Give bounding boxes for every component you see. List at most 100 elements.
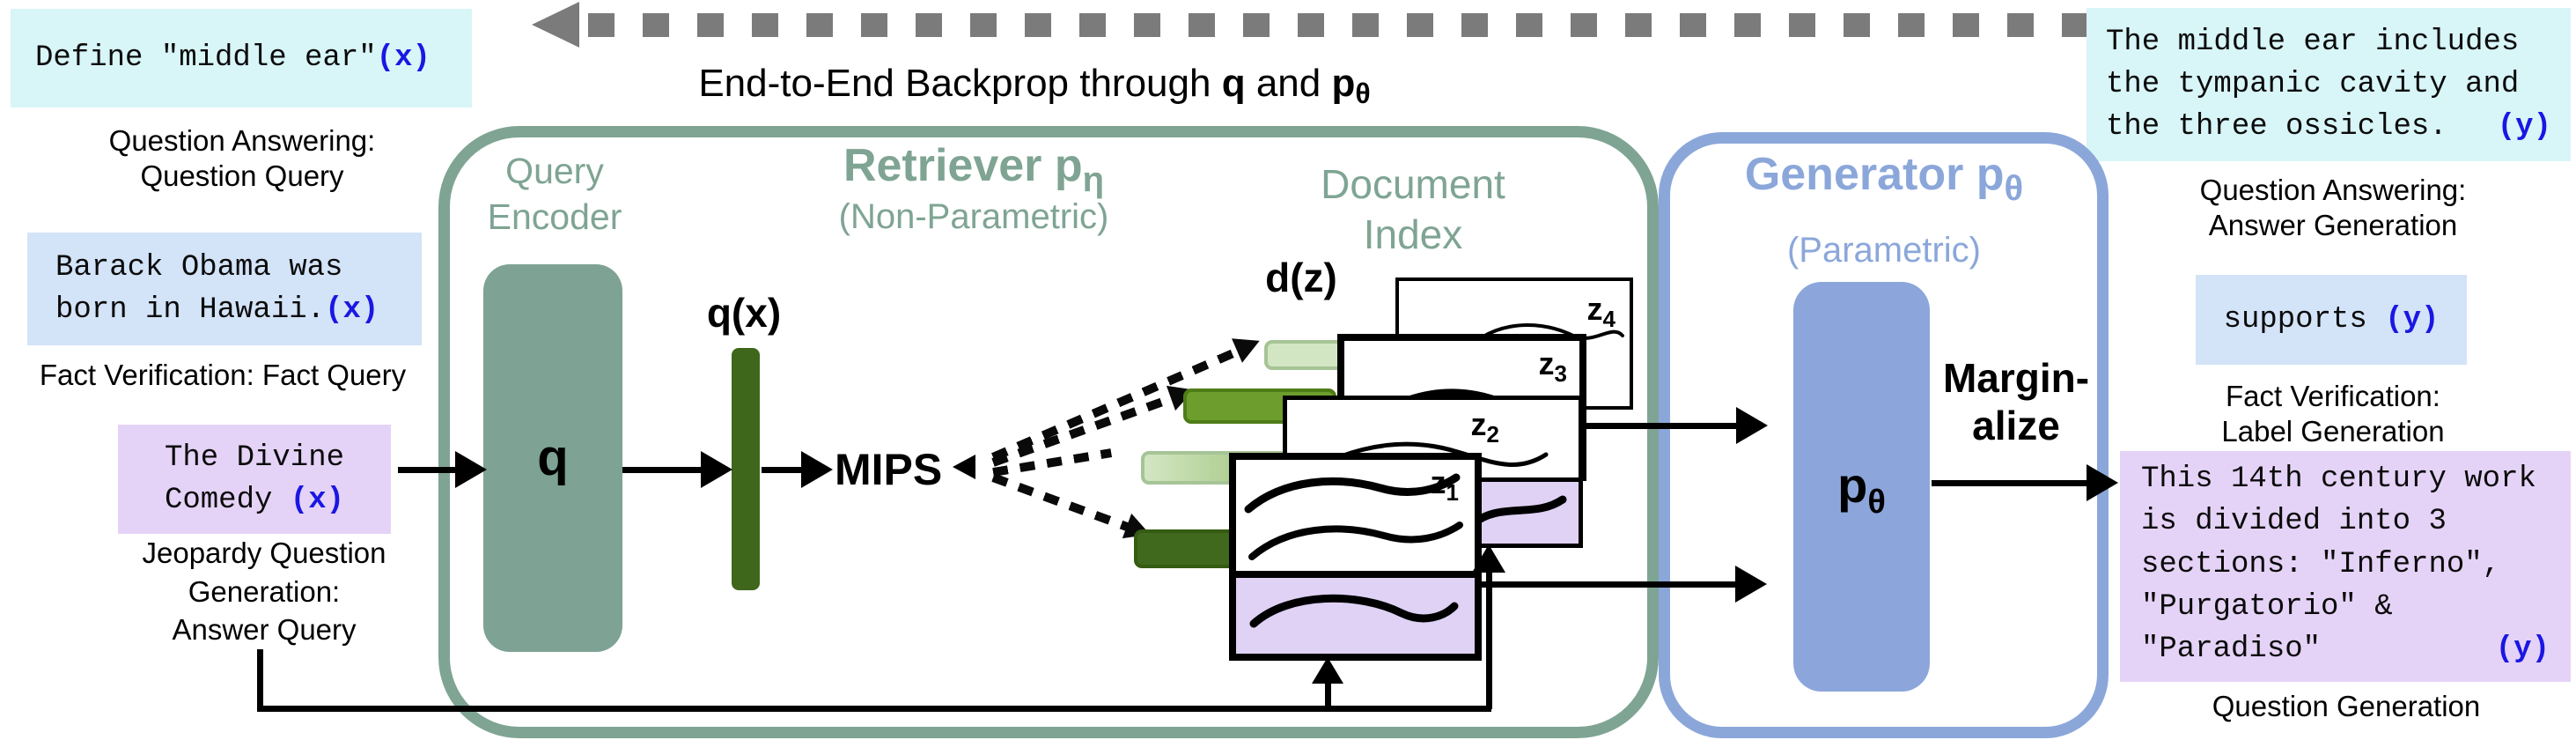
fact-query-line1: Barack Obama was xyxy=(55,250,343,285)
retriever-title: Retriever pη xyxy=(710,139,1238,200)
jeopardy-query-box: The Divine Comedy (x) xyxy=(118,425,391,534)
generator-title-text: Generator p xyxy=(1744,149,2005,200)
caption-line: Generation: xyxy=(188,574,341,608)
fact-query-caption: Fact Verification: Fact Query xyxy=(0,358,445,393)
arrowhead-icon xyxy=(2087,464,2118,501)
backprop-arrowhead-left-icon xyxy=(532,2,579,48)
question-query-text: Define "middle ear" xyxy=(35,41,377,75)
retriever-subtitle: (Non-Parametric) xyxy=(838,197,1109,236)
marginalize-line: alize xyxy=(1972,403,2060,449)
connector-jeopardy-down xyxy=(257,649,263,712)
fact-query-line2: born in Hawaii. xyxy=(55,293,326,327)
label-generation-caption: Fact Verification: Label Generation xyxy=(2131,379,2536,450)
doc-squiggle xyxy=(1249,594,1459,628)
answer-generation-box: The middle ear includes the tympanic cav… xyxy=(2087,8,2571,161)
arrowhead-icon xyxy=(801,451,833,488)
backprop-p-sub: θ xyxy=(1355,78,1371,109)
arrowhead-icon xyxy=(1736,407,1768,444)
document-index-line: Document xyxy=(1321,161,1505,207)
arrowhead-icon xyxy=(1735,566,1767,603)
arrow-generator-to-output xyxy=(1932,480,2088,486)
doc-z-num: 1 xyxy=(1446,479,1459,507)
document-index-line: Index xyxy=(1363,211,1463,258)
arrowhead-icon xyxy=(455,451,487,488)
doc-embedding-bar-dark xyxy=(1134,529,1240,568)
caption-line: Label Generation xyxy=(2221,415,2445,448)
qgen-line3: sections: "Inferno", xyxy=(2141,547,2501,581)
answer-line1: The middle ear includes xyxy=(2106,25,2520,59)
question-query-box: Define "middle ear"(x) xyxy=(11,9,472,107)
marginalize-label: Margin- alize xyxy=(1932,354,2100,450)
fact-query-box: Barack Obama was born in Hawaii.(x) xyxy=(27,233,422,345)
backprop-title: End-to-End Backprop through q and pθ xyxy=(563,62,1505,110)
jeopardy-query-line1: The Divine xyxy=(164,440,345,475)
up-arrowhead-icon xyxy=(1472,544,1505,573)
qgen-line1: This 14th century work xyxy=(2141,462,2536,496)
doc-z: z xyxy=(1538,345,1555,381)
generator-subtitle: (Parametric) xyxy=(1786,231,1982,270)
caption-line: Jeopardy Question xyxy=(142,536,386,569)
question-generation-caption: Question Generation xyxy=(2157,689,2536,724)
document-card-z1: z1 xyxy=(1229,453,1482,661)
generator-title: Generator pθ xyxy=(1673,148,2095,209)
mips-label: MIPS xyxy=(835,445,943,494)
connector-up-to-z1 xyxy=(1325,678,1331,712)
retriever-title-text: Retriever p xyxy=(843,140,1083,191)
query-encoder-line: Query xyxy=(505,151,604,191)
arrow-qx-to-mips xyxy=(762,467,804,473)
backprop-dashed-line xyxy=(588,13,2231,37)
jeopardy-query-x-tag: (x) xyxy=(290,484,345,517)
question-query-caption: Question Answering: Question Query xyxy=(35,123,449,195)
caption-line: Fact Verification: xyxy=(2226,380,2440,412)
p-theta-label: pθ xyxy=(1793,456,1930,522)
retriever-title-sub: η xyxy=(1082,160,1105,199)
answer-line3: the three ossicles. xyxy=(2106,110,2447,144)
qgen-y-tag: (y) xyxy=(2495,633,2550,667)
q-label: q xyxy=(537,429,569,486)
marginalize-line: Margin- xyxy=(1942,355,2090,401)
qx-embedding-bar xyxy=(732,348,760,590)
supports-y-tag: (y) xyxy=(2385,302,2440,337)
caption-line: Answer Query xyxy=(172,613,357,647)
answer-y-tag: (y) xyxy=(2497,110,2551,144)
doc-z: z xyxy=(1586,291,1603,327)
question-query-x-tag: (x) xyxy=(376,41,431,75)
query-encoder-line: Encoder xyxy=(487,196,622,238)
generator-block xyxy=(1793,282,1930,692)
query-encoder-block xyxy=(483,264,622,652)
caption-line: Answer Generation xyxy=(2208,209,2458,242)
qgen-line5: "Paradiso" xyxy=(2141,633,2322,667)
answer-generation-caption: Question Answering: Answer Generation xyxy=(2113,173,2553,244)
document-z1-answer-strip xyxy=(1236,571,1475,654)
document-index-label: Document Index xyxy=(1277,159,1549,260)
label-generation-box: supports (y) xyxy=(2196,275,2467,365)
doc-z-num: 2 xyxy=(1486,421,1499,448)
backprop-q: q xyxy=(1221,62,1246,105)
doc-z-num: 3 xyxy=(1554,360,1567,388)
p-theta-sub: θ xyxy=(1867,484,1886,522)
caption-line: Question Query xyxy=(140,159,344,193)
supports-text: supports xyxy=(2223,302,2386,337)
backprop-and: and xyxy=(1245,62,1332,105)
arrow-encoder-to-qx xyxy=(622,467,703,473)
jeopardy-query-caption: Jeopardy Question Generation: Answer Que… xyxy=(97,534,431,649)
caption-line: Question Answering: xyxy=(2199,174,2467,206)
retriever-box xyxy=(438,126,1659,738)
doc-z-num: 4 xyxy=(1602,306,1616,333)
fact-query-x-tag: (x) xyxy=(325,293,379,327)
arrow-docs-to-generator-bottom xyxy=(1482,581,1739,588)
doc-z: z xyxy=(1470,406,1487,442)
dz-label: d(z) xyxy=(1265,255,1337,300)
up-arrowhead-icon xyxy=(1312,657,1343,684)
query-encoder-label: Query Encoder xyxy=(454,148,655,240)
mips-ray-arrowhead-icon xyxy=(953,455,975,479)
arrow-docs-to-generator-top xyxy=(1581,423,1740,429)
doc-z: z xyxy=(1430,464,1446,500)
question-generation-box: This 14th century work is divided into 3… xyxy=(2120,451,2571,682)
caption-line: Question Generation xyxy=(2212,690,2481,722)
backprop-p: p xyxy=(1331,62,1356,105)
caption-line: Fact Verification: Fact Query xyxy=(39,359,407,391)
arrowhead-icon xyxy=(701,451,732,488)
connector-up-to-z2 xyxy=(1486,568,1492,709)
arrow-query-to-encoder xyxy=(398,467,458,473)
